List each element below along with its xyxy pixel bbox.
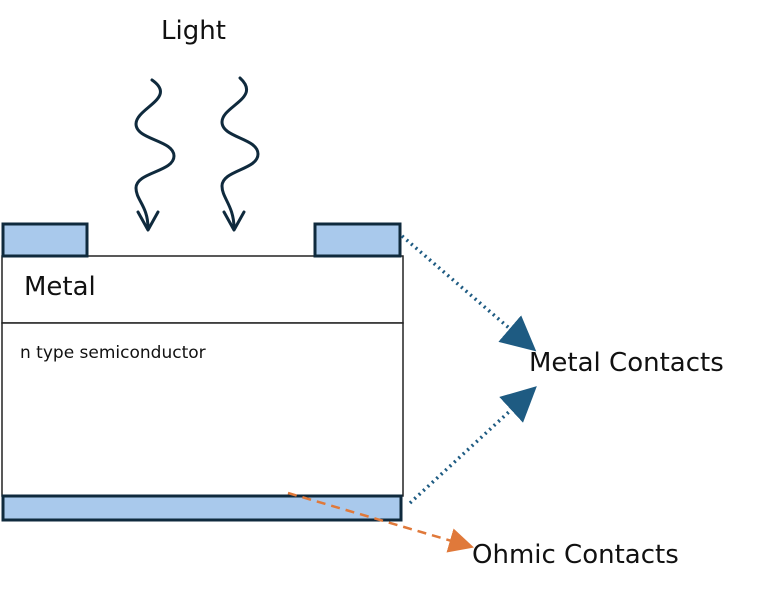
metal-contact-arrow-bottom	[408, 386, 537, 505]
metal-label: Metal	[24, 272, 96, 302]
ohmic-contact-arrow	[287, 491, 474, 553]
semiconductor-layer	[1, 322, 404, 497]
light-wave-right	[220, 76, 260, 232]
ohmic-contacts-label: Ohmic Contacts	[472, 540, 679, 570]
metal-contacts-label: Metal Contacts	[529, 348, 724, 378]
light-wave-left	[134, 78, 176, 232]
bottom-ohmic-contact	[1, 494, 403, 522]
semiconductor-label: n type semiconductor	[20, 343, 206, 363]
top-left-contact	[1, 222, 89, 258]
metal-layer	[1, 255, 404, 324]
metal-contact-arrow-top	[400, 234, 537, 352]
light-label: Light	[161, 16, 226, 46]
top-right-contact	[313, 222, 402, 258]
